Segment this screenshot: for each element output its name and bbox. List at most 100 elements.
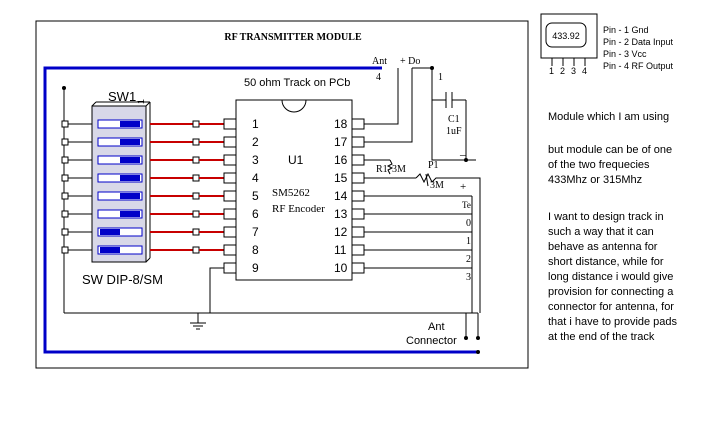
ic-right-pin: 11	[334, 243, 380, 257]
ic-left-pin-number: 4	[252, 171, 259, 185]
ic-left-pin: 7	[223, 225, 259, 239]
ic-left-pin: 6	[223, 207, 259, 221]
ic-right-pin: 16	[334, 153, 380, 167]
out-label-2: 2	[466, 254, 471, 265]
ic-right-pin-number: 11	[334, 243, 347, 257]
module-pin-number-4: 4	[582, 66, 587, 76]
schematic-frame	[35, 20, 529, 369]
note-para-3-line: connector for antenna, for	[548, 301, 674, 313]
ic-left-pin-number: 1	[252, 117, 259, 131]
switch-ref: SW1	[108, 89, 136, 104]
note-para-3-line: long distance i would give	[548, 271, 674, 283]
note-para-3: I want to design track in such a way tha…	[548, 210, 708, 345]
out-label-1: 1	[466, 236, 471, 247]
note-para-2-line: but module can be of one	[548, 144, 673, 156]
note-para-3-line: short distance, while for	[548, 256, 664, 268]
minus-terminal: –	[459, 147, 467, 161]
note-para-2-line: 433Mhz or 315Mhz	[548, 174, 643, 186]
te-label: Te	[462, 200, 471, 210]
right-wiring	[380, 67, 481, 338]
ic-right-pin: 15	[334, 171, 380, 185]
module-pin-number-3: 3	[571, 66, 576, 76]
switch-corner-mark: 1	[136, 99, 146, 104]
ic-right-pin: 14	[334, 189, 380, 203]
cap-pin-number: 1	[438, 72, 443, 83]
switch-row	[61, 209, 224, 219]
notes-panel: Module which I am using but module can b…	[548, 110, 708, 345]
ic-part-line2: RF Encoder	[272, 203, 325, 215]
ant-pin-number: 4	[376, 72, 381, 83]
out-label-0: 0	[466, 218, 471, 229]
ic-left-pin-number: 7	[252, 225, 259, 239]
note-para-3-line: that i have to provide pads	[548, 316, 678, 328]
note-para-3-line: behave as antenna for	[548, 241, 658, 253]
switch-row	[61, 227, 224, 237]
module-pin-number-2: 2	[560, 66, 565, 76]
schematic-title: RF TRANSMITTER MODULE	[224, 32, 362, 43]
track-label: 50 ohm Track on PCb	[244, 77, 350, 89]
ic-left-pin-number: 6	[252, 207, 259, 221]
ic-right-pin-number: 16	[334, 153, 348, 167]
ic-right-pin-number: 17	[334, 135, 348, 149]
do-label: + Do	[400, 56, 420, 67]
pot-value: 3M	[430, 180, 444, 191]
note-para-3-line: such a way that it can	[548, 226, 654, 238]
ic-left-pin: 1	[223, 117, 259, 131]
note-para-3-line: at the end of the track	[548, 331, 655, 343]
ic-left-pin-number: 2	[252, 135, 259, 149]
ic-left-pin: 5	[223, 189, 259, 203]
resistor-value: 3M	[392, 164, 406, 175]
ant-label: Ant	[372, 56, 387, 67]
switch-row	[61, 155, 224, 165]
module-pin-2: Pin - 2 Data Input	[603, 37, 674, 47]
resistor-ref: R1	[376, 164, 388, 175]
module-pin-1: Pin - 1 Gnd	[603, 25, 649, 35]
cap-ref: C1	[448, 114, 460, 125]
module-pin-number-1: 1	[549, 66, 554, 76]
rf-module-drawing	[540, 13, 598, 66]
switch-row	[61, 173, 224, 183]
antenna-track	[43, 66, 478, 354]
ic-right-pin: 10	[334, 261, 380, 275]
note-para-2-line: of the two frequecies	[548, 159, 650, 171]
ic-left-pin-number: 5	[252, 189, 259, 203]
cap-value: 1uF	[446, 126, 462, 137]
ic-right-pin: 17	[334, 135, 380, 149]
ic-right-pin: 13	[334, 207, 380, 221]
ic-left-pin-number: 3	[252, 153, 259, 167]
ant-connector-label-2: Connector	[406, 335, 457, 347]
ic-left-pin-number: 8	[252, 243, 259, 257]
switch-row	[61, 245, 224, 255]
switch-row	[61, 119, 224, 129]
out-label-3: 3	[466, 272, 471, 283]
ic-right-pin: 12	[334, 225, 380, 239]
note-para-3-line: I want to design track in	[548, 211, 664, 223]
ic-right-pin-number: 13	[334, 207, 348, 221]
module-pin-3: Pin - 3 Vcc	[603, 49, 647, 59]
ic-pins: 1 18 2 17 3 16 4 15 5 14 6 13 7 12 8 11 9 10	[209, 117, 380, 313]
module-pin-4: Pin - 4 RF Output	[603, 61, 674, 71]
module-chip-text: 433.92	[552, 31, 580, 41]
ic-right-pin-number: 15	[334, 171, 348, 185]
ic-left-pin: 2	[223, 135, 259, 149]
ic-right-pin: 18	[334, 117, 380, 131]
ic-ref: U1	[288, 153, 304, 167]
note-line-1: Module which I am using	[548, 111, 670, 123]
ic-left-pin: 4	[223, 171, 259, 185]
encoder-ic	[235, 99, 353, 281]
ic-left-pin: 8	[223, 243, 259, 257]
switch-row	[61, 137, 224, 147]
ic-right-pin-number: 14	[334, 189, 348, 203]
module-pin-list: Pin - 1 Gnd Pin - 2 Data Input Pin - 3 V…	[603, 24, 673, 72]
ic-right-pin-number: 12	[334, 225, 348, 239]
ant-connector-label-1: Ant	[428, 321, 445, 333]
ic-right-pin-number: 10	[334, 261, 348, 275]
ic-part-line1: SM5262	[272, 187, 310, 199]
note-para-3-line: provision for connecting a	[548, 286, 674, 298]
switch-part: SW DIP-8/SM	[82, 272, 163, 287]
ic-left-pin: 3	[223, 153, 259, 167]
plus-terminal: +	[460, 181, 466, 193]
ic-left-pin-number: 9	[252, 261, 259, 275]
ic-right-pin-number: 18	[334, 117, 348, 131]
